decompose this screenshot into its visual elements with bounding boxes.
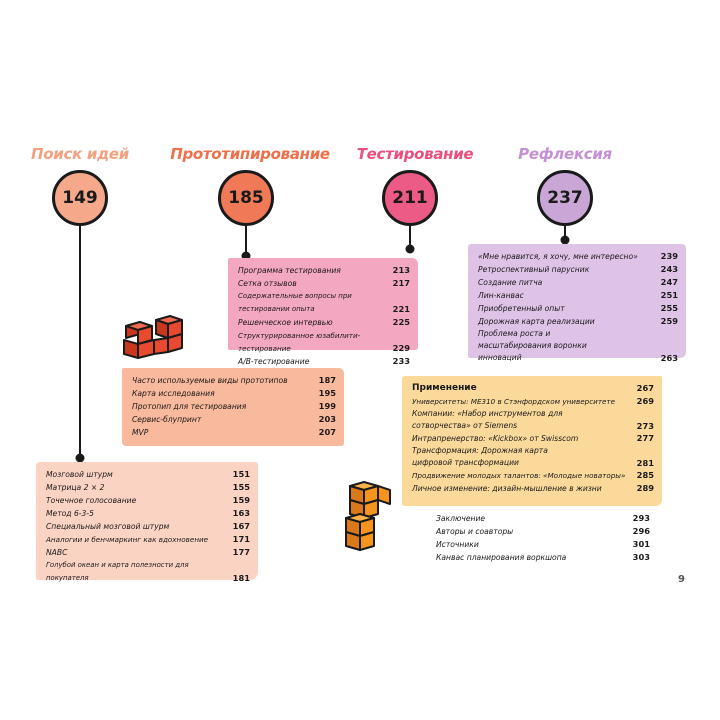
list-item: Трансформация: Дорожная карта цифровой т… [412, 446, 654, 468]
timeline-dot-testing [405, 244, 415, 254]
timeline-dot-ideas [75, 453, 85, 463]
list-item: «Мне нравится, я хочу, мне интересно»239 [478, 251, 678, 261]
orange-cubes-illustration [345, 481, 391, 551]
phase-title-testing: Тестирование [356, 145, 474, 163]
list-item: Структурированное юзабилити-тестирование… [238, 331, 410, 353]
list-item: Университеты: ME310 в Стэнфордском униве… [412, 396, 654, 406]
timeline-dot-reflection [560, 235, 570, 245]
list-item: Продвижение молодых талантов: «Молодые н… [412, 470, 654, 480]
timeline-stem-testing [409, 225, 411, 247]
timeline-dot-prototyping [241, 251, 251, 261]
phase-number-ideas: 149 [52, 170, 108, 226]
list-item: Личное изменение: дизайн-мышление в жизн… [412, 483, 654, 493]
timeline-stem-prototyping [245, 225, 247, 255]
list-item: Голубой океан и карта полезности для пок… [46, 561, 250, 583]
phase-number-testing: 211 [382, 170, 438, 226]
list-item: Компании: «Набор инструментов для сотвор… [412, 409, 654, 431]
phase-number-reflection: 237 [537, 170, 593, 226]
reflection-contents-box: «Мне нравится, я хочу, мне интересно»239… [468, 244, 686, 363]
phase-title-prototyping: Прототипирование [170, 145, 330, 163]
page-number: 9 [678, 574, 685, 585]
phase-number-prototyping: 185 [218, 170, 274, 226]
list-item: Содержательные вопросы при тестировании … [238, 292, 410, 314]
timeline-stem-reflection [564, 225, 566, 237]
list-item: Проблема роста и масштабирования воронки… [478, 329, 678, 363]
phase-title-reflection: Рефлексия [518, 145, 612, 163]
red-cubes-illustration [123, 315, 183, 359]
timeline-stem-ideas [79, 225, 81, 457]
phase-title-ideas: Поиск идей [31, 145, 129, 163]
